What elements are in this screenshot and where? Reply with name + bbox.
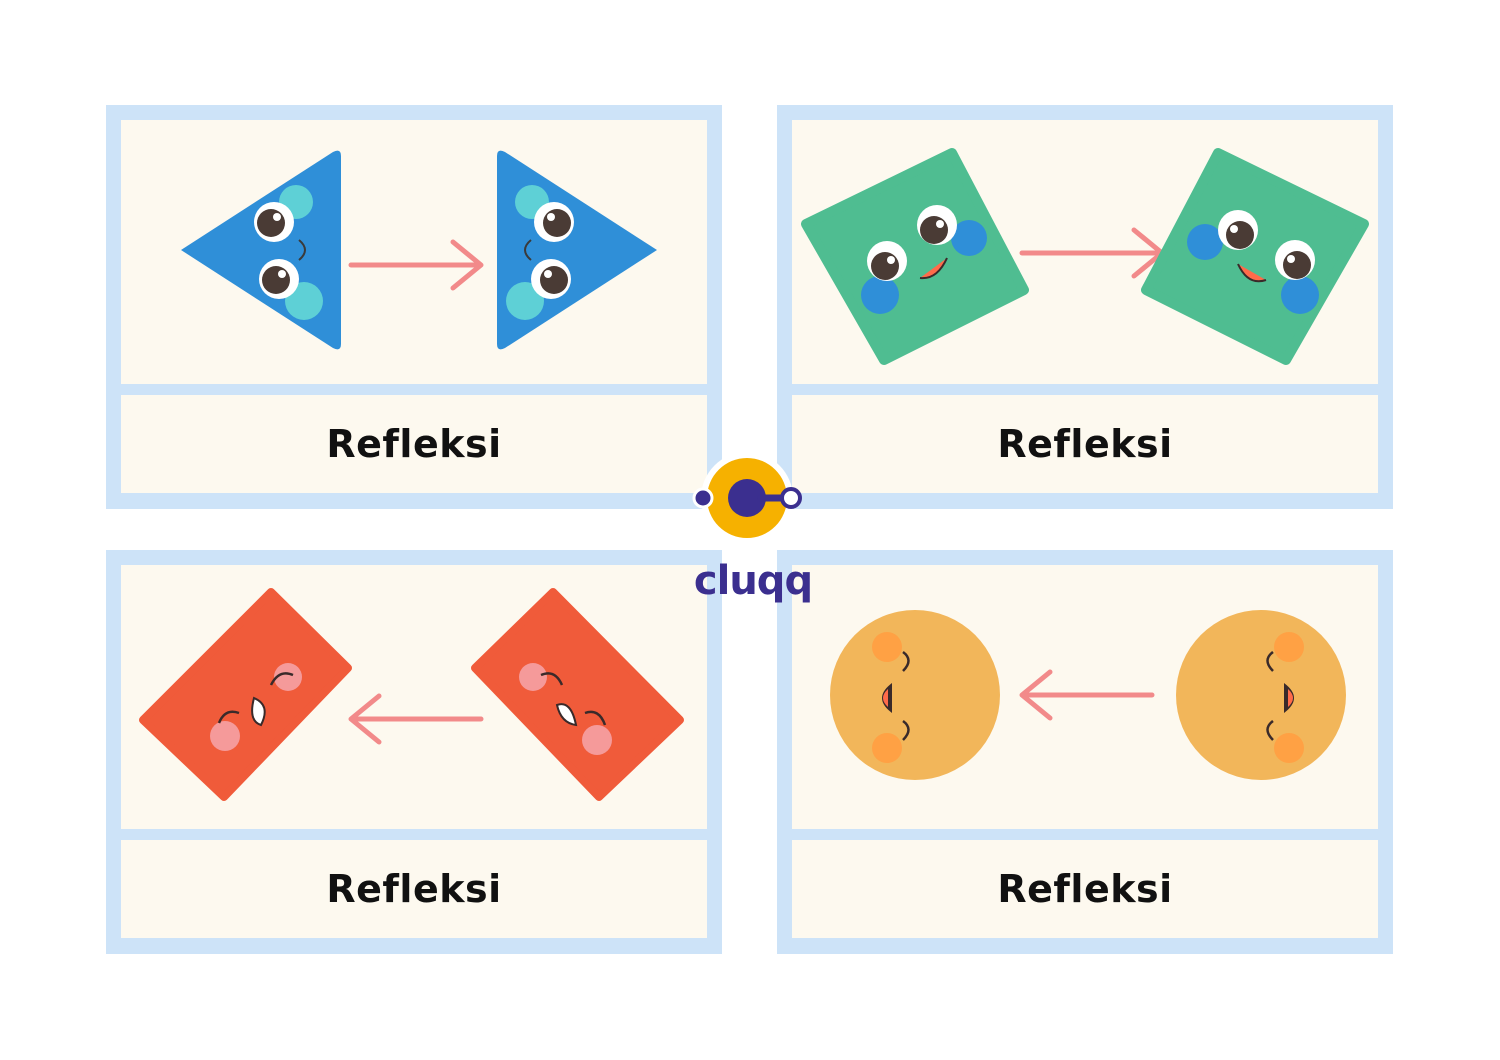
card-rectangle-reflection: Refleksi	[106, 550, 722, 954]
card-square-reflection: Refleksi	[777, 105, 1393, 509]
arrow-right-icon	[348, 239, 484, 291]
rectangle-left-icon	[139, 588, 352, 801]
card-illustration	[792, 565, 1378, 829]
triangle-left-icon	[181, 150, 341, 350]
circle-right-icon	[1176, 610, 1346, 780]
circle-reflection-illustration	[830, 610, 1346, 780]
arrow-left-icon	[1019, 669, 1155, 721]
triangle-reflection-illustration	[181, 150, 657, 350]
card-label-box: Refleksi	[121, 840, 707, 938]
circle-left-icon	[830, 610, 1000, 780]
arrow-right-icon	[1019, 227, 1165, 279]
card-label-box: Refleksi	[792, 395, 1378, 493]
card-label: Refleksi	[326, 867, 502, 911]
square-right-icon	[1141, 148, 1369, 365]
card-label: Refleksi	[326, 422, 502, 466]
card-circle-reflection: Refleksi	[777, 550, 1393, 954]
card-label-box: Refleksi	[792, 840, 1378, 938]
rectangle-reflection-illustration	[139, 588, 684, 801]
card-illustration	[121, 120, 707, 384]
cluqq-logo-icon	[692, 452, 802, 544]
card-illustration	[792, 120, 1378, 384]
card-label: Refleksi	[997, 422, 1173, 466]
cluqq-logo: cluqq	[683, 450, 823, 610]
card-label: Refleksi	[997, 867, 1173, 911]
card-illustration	[121, 565, 707, 829]
rectangle-right-icon	[471, 588, 684, 801]
triangle-right-icon	[497, 150, 657, 350]
square-reflection-illustration	[801, 148, 1369, 365]
card-label-box: Refleksi	[121, 395, 707, 493]
logo-wordmark: cluqq	[693, 558, 813, 604]
card-triangle-reflection: Refleksi	[106, 105, 722, 509]
square-left-icon	[801, 148, 1029, 365]
arrow-left-icon	[348, 693, 484, 745]
